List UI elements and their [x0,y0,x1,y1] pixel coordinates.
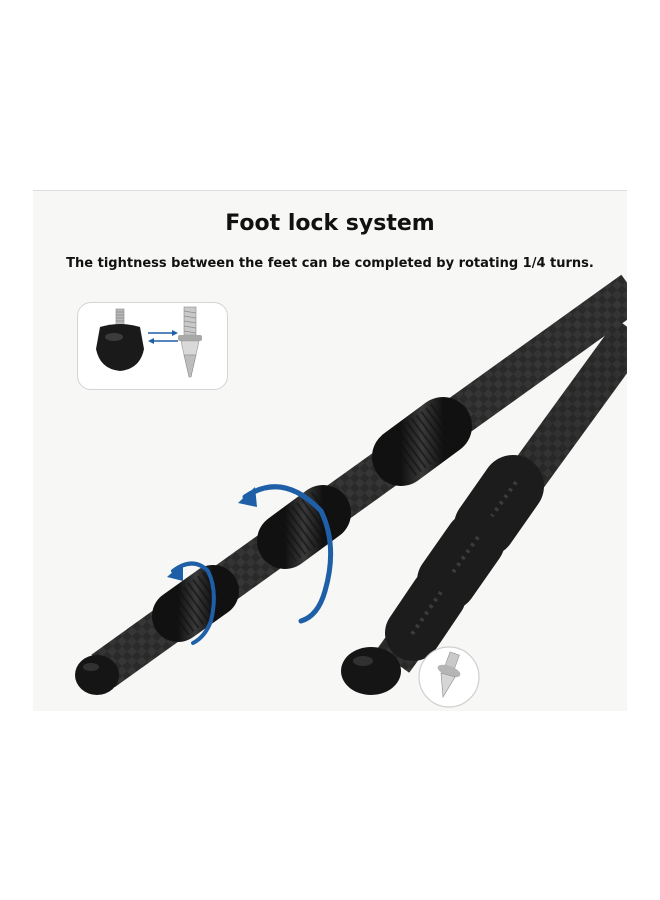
swap-arrows-icon [148,330,178,344]
spike-foot-icon [437,651,461,698]
rubber-foot-right [341,647,401,695]
leg-lock-left-3 [152,565,239,642]
tripod-leg-left [75,274,627,695]
page-title: Foot lock system [225,211,435,236]
spike-foot-detail [418,646,480,708]
feet-illustration [96,306,202,378]
product-panel: Foot lock system The tightness between t… [33,190,627,711]
spike-foot-icon [178,306,202,378]
rotate-arrow-icon [167,561,216,645]
tripod-legs-illustration [75,274,627,708]
leg-lock-left-2 [257,485,351,569]
rubber-foot-left [75,655,119,695]
leg-lock-left-1 [372,397,472,486]
rubber-foot-icon [96,308,144,371]
rotate-arrow-icon [238,484,334,624]
leg-lock-right-3 [385,568,466,661]
page-subtitle: The tightness between the feet can be co… [66,256,594,271]
feet-inset [77,302,228,390]
tripod-leg-right [341,319,627,695]
